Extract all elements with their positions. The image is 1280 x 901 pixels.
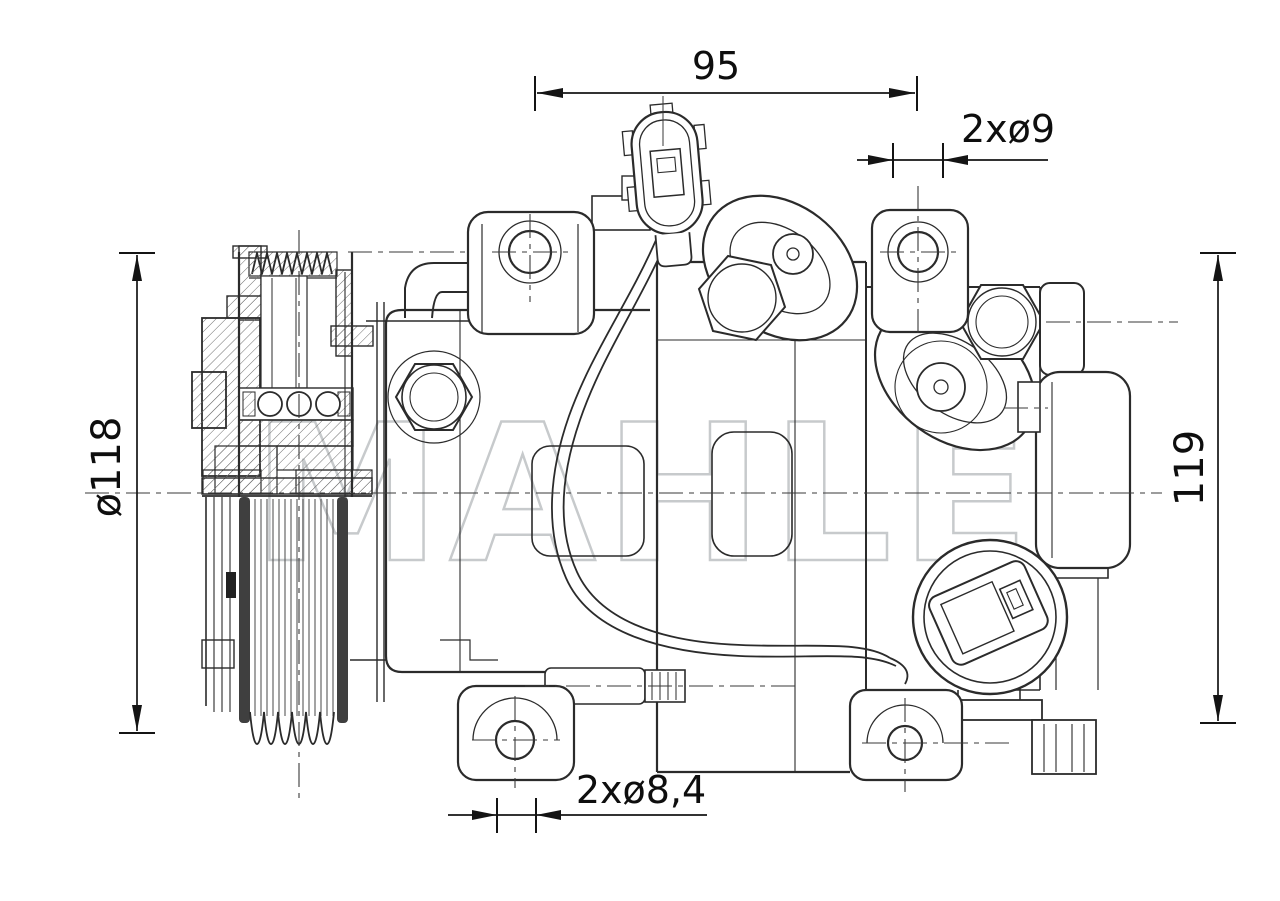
wire-harness bbox=[551, 239, 909, 685]
dimension-label: 95 bbox=[692, 44, 740, 88]
front-bolt bbox=[387, 350, 481, 444]
emboss-pad-right bbox=[711, 431, 793, 557]
discharge-port bbox=[697, 194, 859, 342]
dimension-label: ø118 bbox=[84, 417, 130, 518]
bearing bbox=[238, 387, 354, 421]
dimension-label: 119 bbox=[1167, 430, 1213, 506]
arrowhead-top bbox=[132, 255, 142, 281]
dimension-right-height: 119 bbox=[1167, 252, 1236, 724]
mounting-lug-bottom-left bbox=[456, 684, 576, 782]
arrowhead-right bbox=[889, 88, 915, 98]
key-slot bbox=[226, 572, 236, 598]
belt-grooves-top bbox=[251, 252, 333, 275]
arrowhead-bottom bbox=[132, 705, 142, 731]
emboss-pad-left bbox=[531, 445, 645, 557]
mounting-lug-top-left bbox=[466, 210, 596, 336]
pulley-assembly bbox=[191, 245, 374, 745]
suction-port bbox=[873, 284, 1046, 452]
centerlines bbox=[85, 186, 1178, 798]
dimension-label: 2xø8,4 bbox=[576, 768, 706, 812]
arrowhead-right bbox=[943, 155, 968, 165]
arrowhead-bottom bbox=[1213, 695, 1223, 721]
bottom-fitting bbox=[1031, 719, 1097, 775]
arrowhead-right bbox=[536, 810, 561, 820]
arrowhead-top bbox=[1213, 255, 1223, 281]
belt-grooves-bottom bbox=[249, 711, 335, 745]
dimension-top-right-hole: 2xø9 bbox=[857, 107, 1055, 178]
rear-housing bbox=[1017, 282, 1132, 690]
mounting-lug-bottom-right bbox=[848, 688, 964, 782]
dimension-top-length: 95 bbox=[534, 44, 918, 111]
arrowhead-left bbox=[537, 88, 563, 98]
arrowhead-left bbox=[472, 810, 497, 820]
dimension-bottom-hole: 2xø8,4 bbox=[448, 768, 707, 833]
dimension-label: 2xø9 bbox=[961, 107, 1055, 151]
brand-watermark: MAHLE bbox=[252, 384, 1038, 605]
control-valve-connector bbox=[911, 538, 1097, 775]
top-connector bbox=[621, 102, 712, 268]
dimension-left-diameter: ø118 bbox=[84, 252, 155, 734]
connector-stem bbox=[654, 232, 693, 268]
mounting-lug-top-right bbox=[870, 208, 970, 334]
shaft-section bbox=[260, 275, 308, 389]
arrowhead-left bbox=[868, 155, 893, 165]
pulley-face bbox=[201, 497, 348, 745]
port-bolt-hex bbox=[697, 254, 787, 342]
